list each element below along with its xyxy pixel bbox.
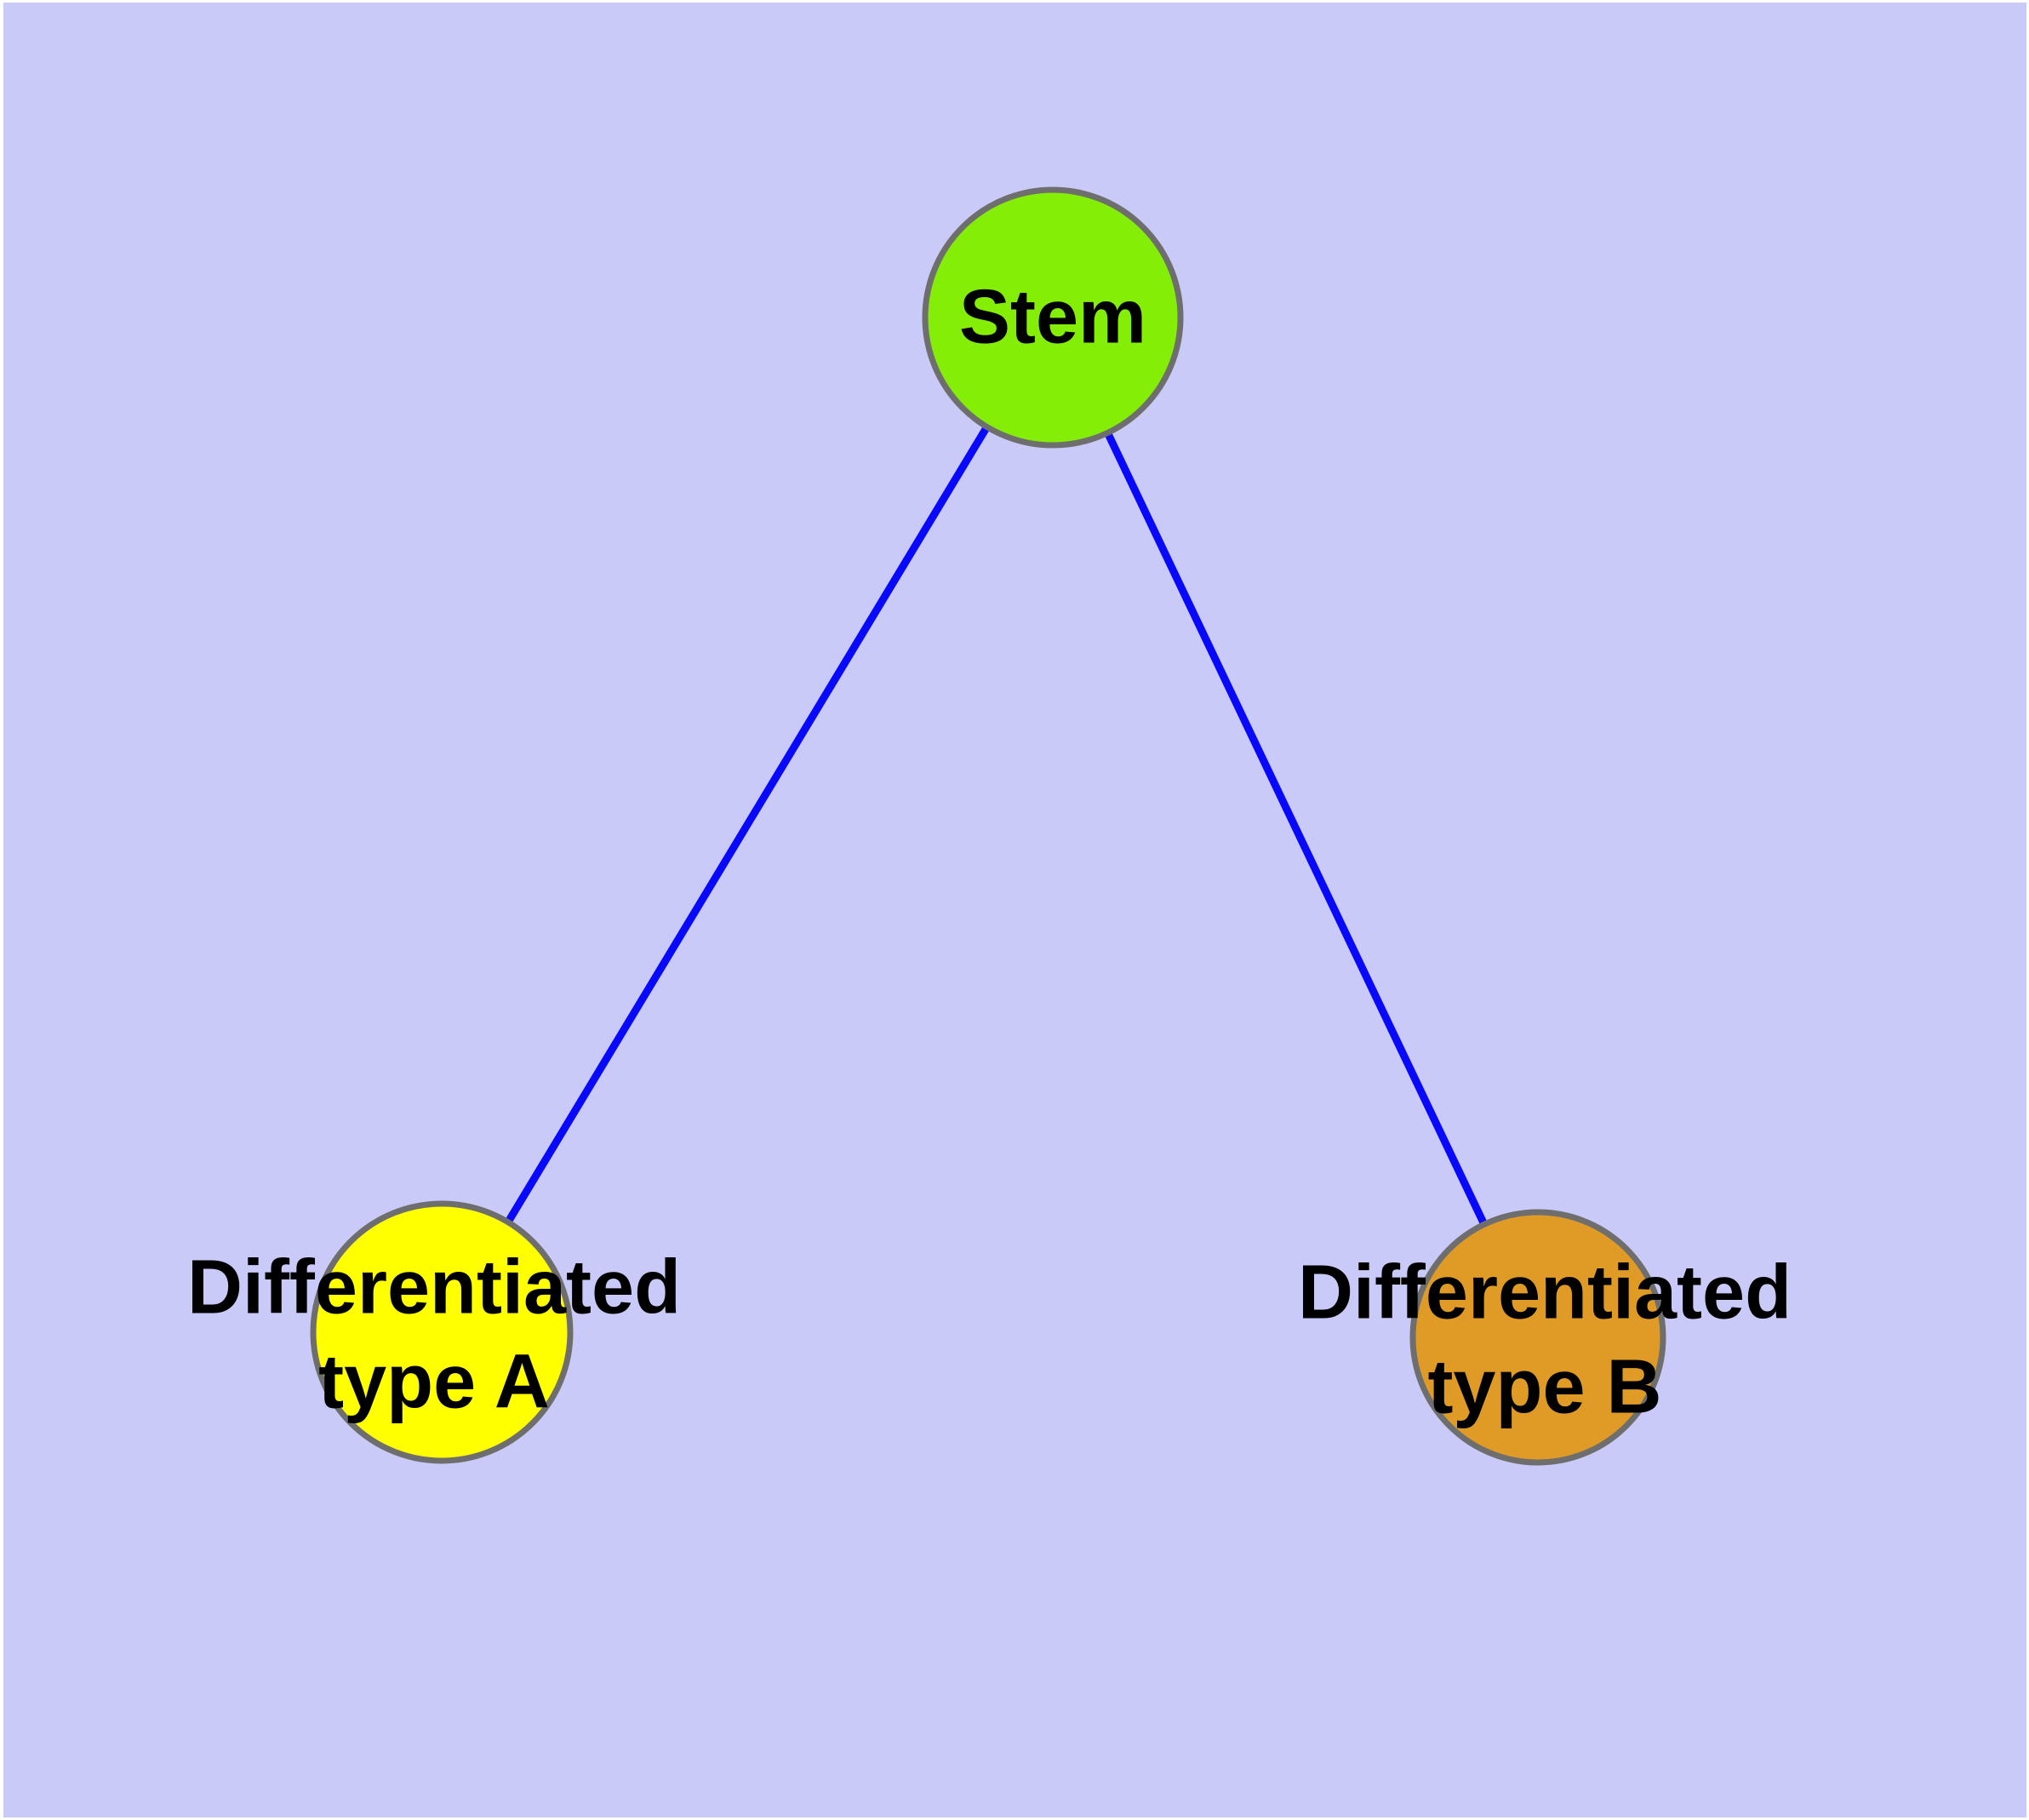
node-type-a-label: Differentiated type A bbox=[186, 1245, 682, 1424]
edge-stem-to-type-a bbox=[438, 315, 1056, 1335]
node-type-b-label: Differentiated type B bbox=[1297, 1250, 1792, 1429]
node-type-a-circle bbox=[310, 1200, 574, 1464]
node-type-b-circle bbox=[1409, 1209, 1666, 1466]
node-stem-label: Stem bbox=[958, 274, 1147, 360]
edge-stem-to-type-b bbox=[1049, 316, 1542, 1339]
node-stem-circle bbox=[922, 186, 1184, 449]
